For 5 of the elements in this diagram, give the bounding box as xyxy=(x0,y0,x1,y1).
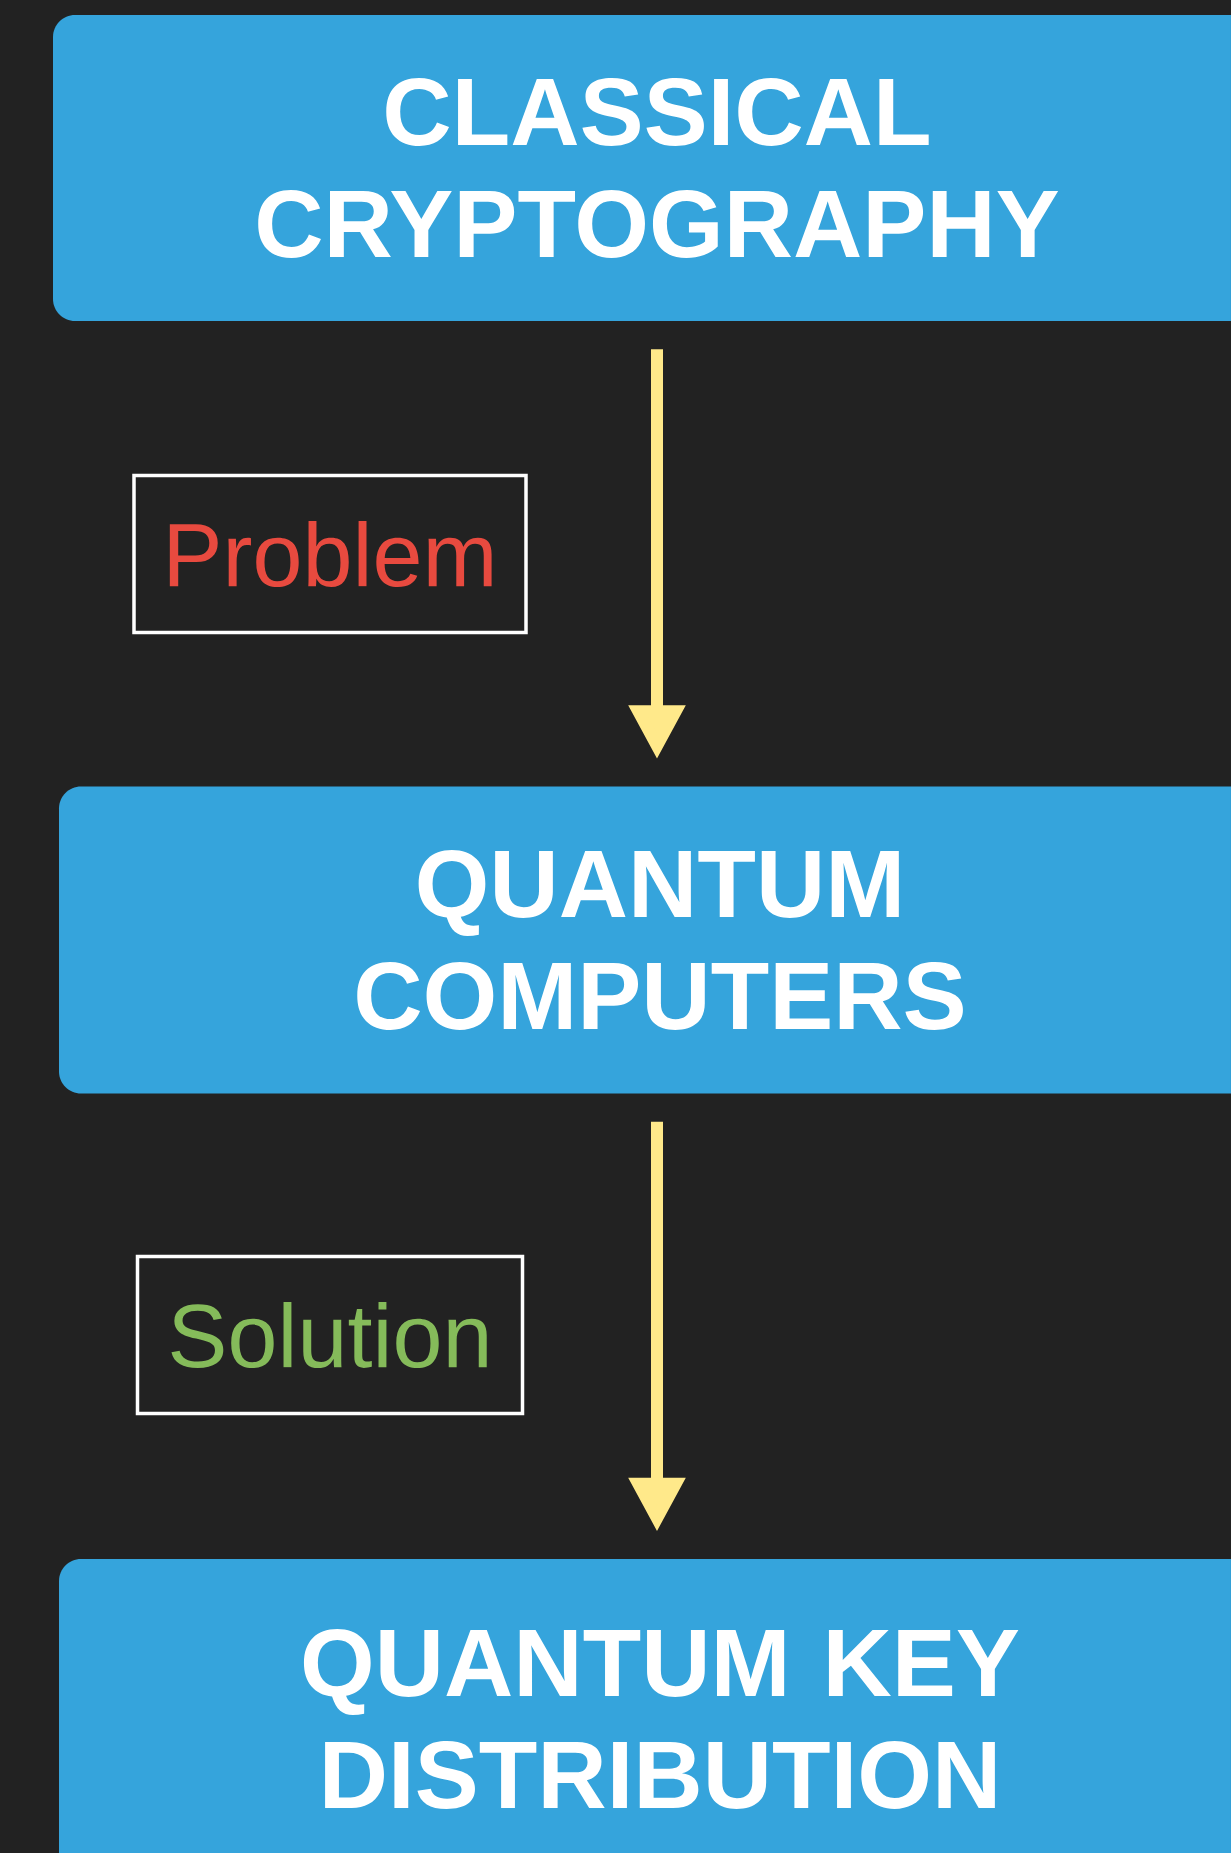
process-box: CLASSICAL CRYPTOGRAPHY xyxy=(53,15,1231,321)
edge-label: Solution xyxy=(135,1254,525,1416)
edge-label: Problem xyxy=(132,473,528,635)
process-box: QUANTUM KEY DISTRIBUTION xyxy=(59,1559,1231,1853)
process-box: QUANTUM COMPUTERS xyxy=(59,786,1231,1094)
